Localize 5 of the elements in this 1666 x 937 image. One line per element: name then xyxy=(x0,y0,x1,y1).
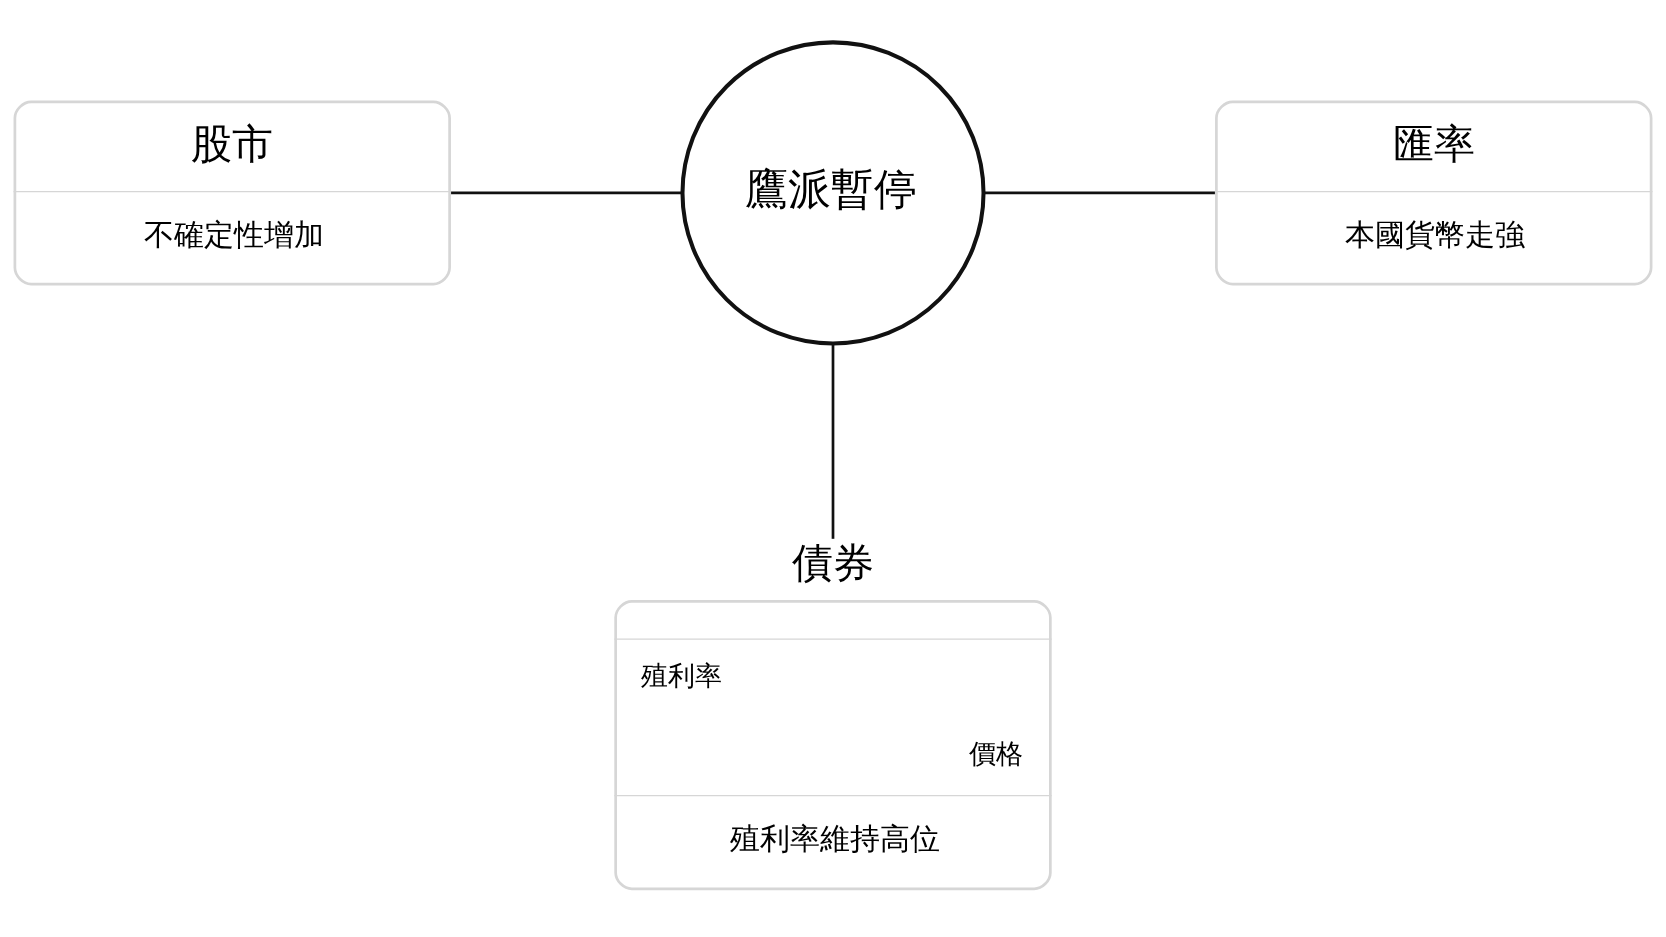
connector xyxy=(831,343,835,539)
node-circle: 鷹派暫停 xyxy=(680,39,986,345)
connector xyxy=(451,191,683,194)
connector xyxy=(983,191,1215,194)
node-label: 債券 xyxy=(791,538,874,587)
